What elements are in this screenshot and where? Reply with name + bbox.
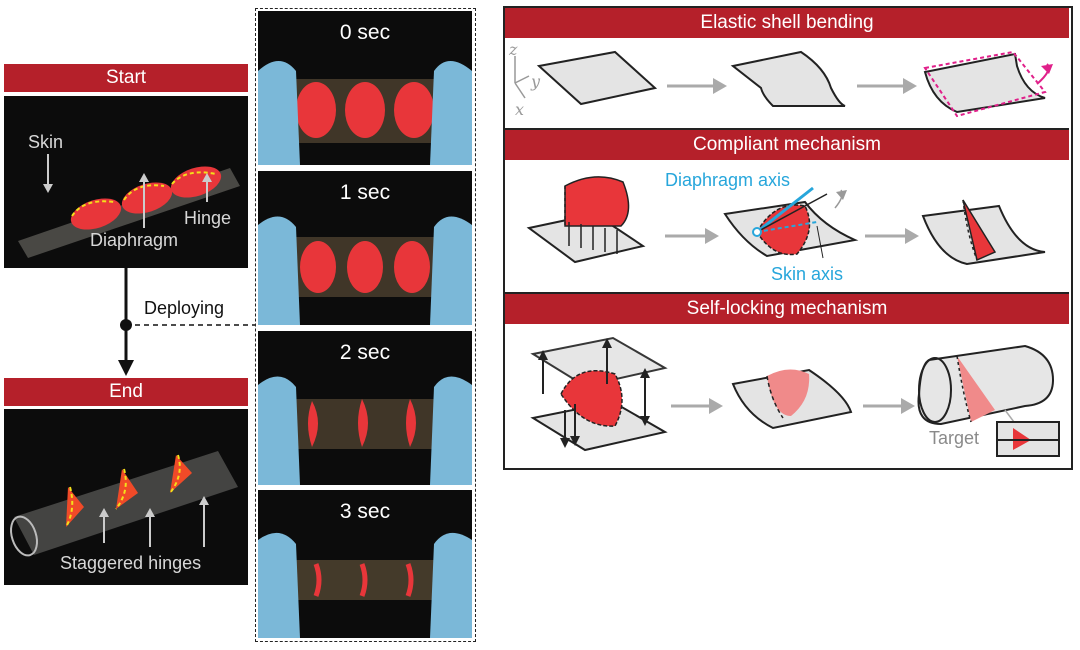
axis-x-label: x (515, 100, 524, 119)
staggered-hinges-label: Staggered hinges (60, 553, 201, 574)
elastic-panel: Elastic shell bending z y x (505, 8, 1069, 130)
selflocking-panel: Self-locking mechanism (505, 294, 1069, 464)
end-banner: End (4, 378, 248, 406)
elastic-illustration (505, 8, 1069, 130)
compliant-panel: Compliant mechanism Diaphragm axis Skin … (505, 130, 1069, 294)
diaphragm-axis-label: Diaphragm axis (665, 170, 790, 191)
start-banner: Start (4, 64, 248, 92)
deploying-label: Deploying (144, 298, 224, 319)
selflocking-illustration (505, 294, 1069, 464)
frame-3: 3 sec (258, 490, 472, 638)
frame-3-time: 3 sec (258, 500, 472, 524)
target-label: Target (929, 428, 979, 449)
axis-y-label: y (531, 72, 540, 91)
start-photo: Skin Hinge Diaphragm (4, 96, 248, 268)
frame-0: 0 sec (258, 11, 472, 165)
skin-label: Skin (28, 132, 63, 153)
frame-2-time: 2 sec (258, 341, 472, 365)
hinge-label: Hinge (184, 208, 231, 229)
frame-2: 2 sec (258, 331, 472, 485)
end-photo: Staggered hinges (4, 409, 248, 585)
diaphragm-label: Diaphragm (90, 230, 178, 251)
frame-1-time: 1 sec (258, 181, 472, 205)
frame-0-time: 0 sec (258, 21, 472, 45)
axis-z-label: z (509, 40, 517, 59)
skin-axis-label: Skin axis (771, 264, 843, 285)
frame-1: 1 sec (258, 171, 472, 325)
deploy-flow-arrow (0, 268, 260, 388)
